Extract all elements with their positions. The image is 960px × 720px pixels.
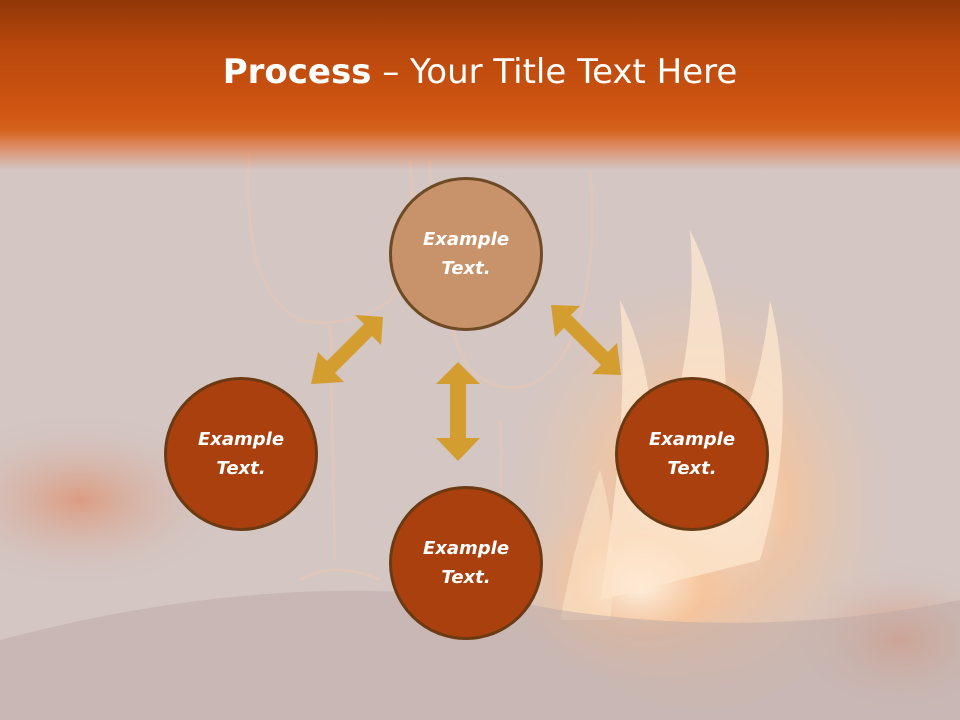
arrow-top-bottom: [436, 362, 480, 461]
node-bottom[interactable]: Example Text.: [389, 486, 543, 640]
node-left[interactable]: Example Text.: [164, 377, 318, 531]
title-bar: [0, 0, 960, 170]
node-left-label: Example Text.: [197, 429, 285, 479]
node-right-label: Example Text.: [648, 429, 736, 479]
node-top-label: Example Text.: [422, 229, 510, 279]
arrow-top-left: [311, 315, 383, 384]
node-top[interactable]: Example Text.: [389, 177, 543, 331]
title-bold: Process: [222, 52, 372, 92]
node-bottom-label: Example Text.: [422, 538, 510, 588]
node-right[interactable]: Example Text.: [615, 377, 769, 531]
slide-title: Process – Your Title Text Here: [0, 52, 960, 92]
arrow-top-right: [551, 305, 621, 375]
title-rest: – Your Title Text Here: [371, 52, 738, 92]
